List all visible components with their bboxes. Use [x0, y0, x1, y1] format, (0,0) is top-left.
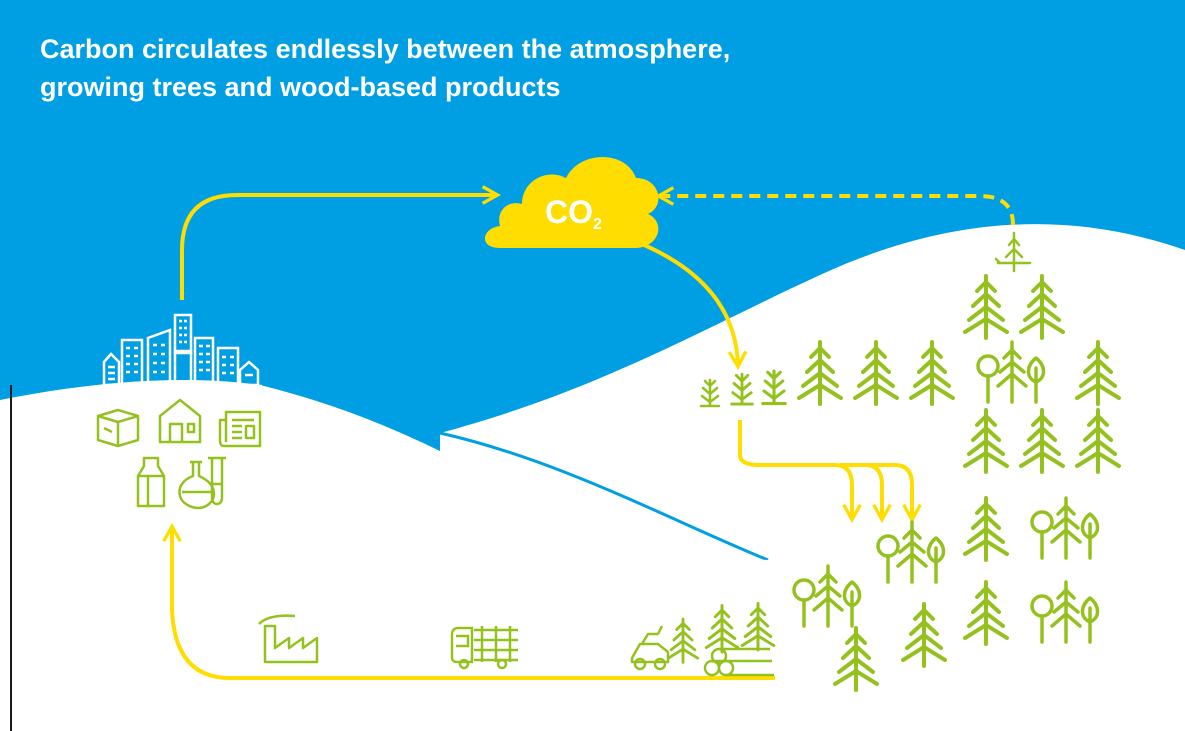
title-line-2: growing trees and wood-based products — [40, 72, 561, 102]
sapling-icon — [994, 231, 1032, 273]
co2-label: CO2 — [545, 194, 602, 234]
title-line-1: Carbon circulates endlessly between the … — [40, 34, 731, 64]
milk-carton-icon — [136, 456, 166, 508]
co2-label-main: CO — [545, 194, 593, 230]
house-icon — [158, 398, 202, 444]
harvest-arrow — [172, 528, 775, 680]
city-skyline-icon — [100, 313, 262, 388]
river-line — [439, 431, 769, 562]
left-edge-divider — [10, 385, 12, 731]
test-tube-icon — [208, 456, 226, 506]
newspaper-icon — [218, 410, 262, 448]
decay-arrow — [660, 196, 1015, 226]
factory-icon — [258, 614, 319, 664]
diagram-title: Carbon circulates endlessly between the … — [40, 30, 940, 106]
growth-arrow-2 — [840, 463, 882, 518]
emission-arrow — [180, 195, 496, 300]
growth-arrow-3 — [868, 463, 912, 518]
uptake-arrow — [631, 238, 738, 365]
growth-arrow-1 — [738, 420, 852, 518]
co2-label-subscript: 2 — [593, 216, 602, 233]
harvester-icon — [630, 625, 670, 671]
box-icon — [96, 408, 140, 448]
log-pile-icon — [703, 647, 774, 677]
timber-truck-icon — [450, 626, 518, 670]
co2-cloud — [484, 157, 659, 248]
